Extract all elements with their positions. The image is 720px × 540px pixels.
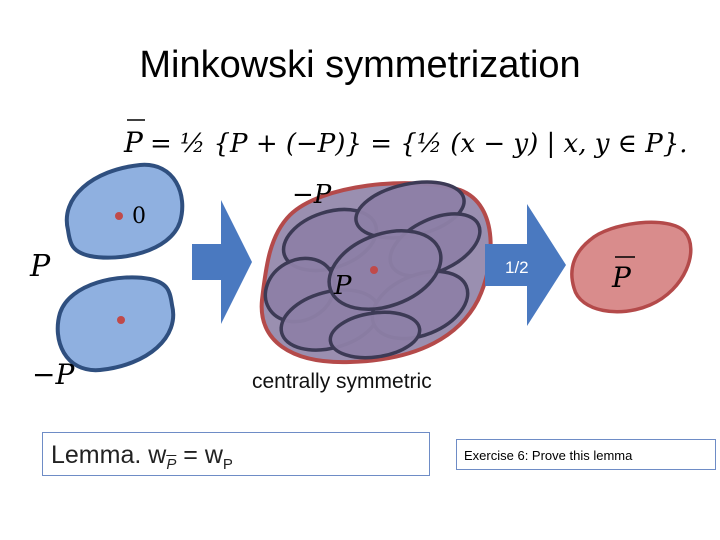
arrow-sum: [192, 200, 252, 324]
lemma-prefix: Lemma. w: [51, 441, 167, 469]
formula: P = ½ {P + (−P)} = {½ (x − y) | x, y ∈ P…: [123, 119, 688, 159]
slide-title: Minkowski symmetrization: [139, 44, 581, 86]
origin-label: 0: [132, 204, 146, 229]
shape-p: [64, 162, 185, 260]
arrow-scale: [485, 204, 566, 326]
origin-dot: [115, 212, 123, 220]
scale-label: 1/2: [505, 258, 529, 277]
caption: centrally symmetric: [252, 370, 432, 393]
minkowski-sum: P −P: [259, 180, 493, 365]
neg-p-dot: [117, 316, 125, 324]
lemma-subscript: P: [222, 456, 233, 473]
label-p: P: [29, 249, 51, 284]
formula-rhs: = ½ {P + (−P)} = {½ (x − y) | x, y ∈ P}.: [150, 129, 688, 159]
label-neg-p: −P: [32, 358, 75, 391]
sum-label-neg-p: −P: [292, 180, 332, 210]
sum-blob: [327, 229, 443, 311]
exercise-box: Exercise 6: Prove this lemma: [456, 439, 716, 470]
lemma-subscript-bar: P: [166, 456, 177, 473]
lemma-box: Lemma. wP = wP: [42, 432, 430, 476]
shape-symmetrized-p: [570, 220, 693, 314]
formula-lhs: P: [123, 126, 144, 159]
sum-center-dot: [370, 266, 378, 274]
result-label-p: P: [611, 261, 632, 294]
lemma-middle: = w: [176, 441, 223, 469]
shape-neg-p: [55, 275, 176, 373]
sum-label-p: P: [333, 271, 352, 301]
sum-blob: [328, 310, 422, 360]
